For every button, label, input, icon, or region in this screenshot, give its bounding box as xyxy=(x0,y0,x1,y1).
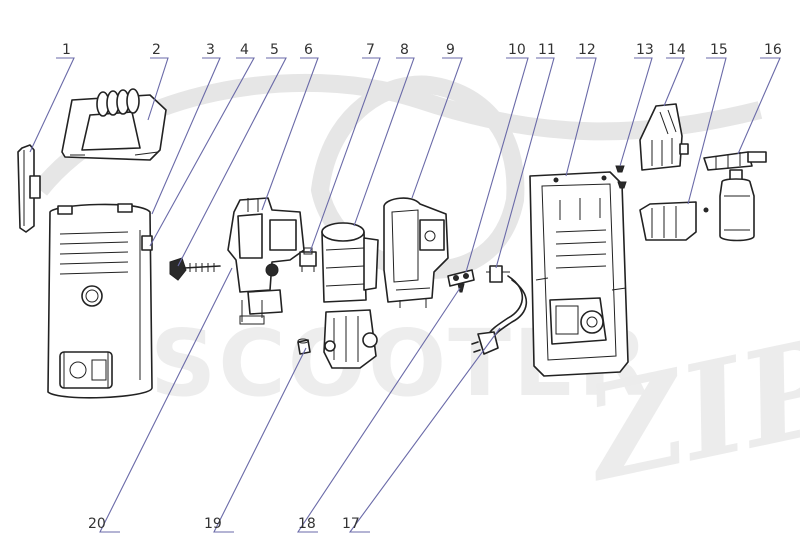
part-label-9: 9 xyxy=(446,42,455,58)
leader-16 xyxy=(737,57,781,155)
part-label-15: 15 xyxy=(710,42,728,58)
part-label-2: 2 xyxy=(152,42,161,58)
leader-8 xyxy=(353,57,415,227)
leader-6 xyxy=(261,57,319,211)
part-9-motor-housing xyxy=(383,197,449,308)
part-label-11: 11 xyxy=(538,42,556,58)
leader-17 xyxy=(348,327,501,533)
part-19-small-nozzle xyxy=(297,338,311,355)
part-15-tank-insert xyxy=(639,201,709,241)
part-1-side-clip xyxy=(17,144,41,233)
leader-13 xyxy=(619,57,653,167)
part-label-12: 12 xyxy=(578,42,596,58)
part-7-connector xyxy=(299,247,317,272)
part-12-rear-housing xyxy=(529,171,629,377)
hose-holder-ribs-icon xyxy=(96,88,140,117)
rear-housing-ribs-icon xyxy=(555,198,607,269)
part-11-cable-grommet xyxy=(486,265,510,283)
leader-14 xyxy=(663,57,685,107)
part-label-10: 10 xyxy=(508,42,526,58)
leader-lines xyxy=(29,57,781,533)
part-label-7: 7 xyxy=(366,42,375,58)
part-label-4: 4 xyxy=(240,42,249,58)
part-label-18: 18 xyxy=(298,516,316,532)
part-label-16: 16 xyxy=(764,42,782,58)
leader-5 xyxy=(177,57,287,267)
leader-4 xyxy=(149,57,255,247)
part-10-cable-clamp xyxy=(447,269,475,287)
leader-12 xyxy=(565,57,597,177)
motor-pump-block-icon xyxy=(323,309,378,369)
part-6-pump-head xyxy=(227,197,305,325)
part-5-valve-bolt xyxy=(169,257,221,281)
part-16-foam-bottle xyxy=(703,151,767,242)
leader-3 xyxy=(151,57,221,215)
part-label-1: 1 xyxy=(62,42,71,58)
part-13-screws xyxy=(615,165,627,189)
part-18-cable-screw xyxy=(457,283,465,293)
leader-20 xyxy=(99,267,233,533)
part-label-6: 6 xyxy=(304,42,313,58)
leader-11 xyxy=(495,57,555,269)
leader-10 xyxy=(465,57,529,273)
part-label-17: 17 xyxy=(342,516,360,532)
part-14-gun-holder xyxy=(639,103,689,171)
part-label-3: 3 xyxy=(206,42,215,58)
leader-15 xyxy=(687,57,727,205)
part-8-motor xyxy=(321,222,379,369)
part-label-13: 13 xyxy=(636,42,654,58)
part-label-8: 8 xyxy=(400,42,409,58)
part-4-clip xyxy=(141,235,153,251)
part-3-front-housing xyxy=(47,203,153,399)
leader-1 xyxy=(29,57,75,153)
part-number-labels: 1 2 3 4 5 6 7 8 9 10 11 12 13 14 15 16 2… xyxy=(62,42,782,532)
part-2-hose-holder xyxy=(61,88,167,161)
front-housing-switch-panel-icon xyxy=(59,351,113,389)
rear-housing-pump-cradle-icon xyxy=(549,297,607,345)
part-label-19: 19 xyxy=(204,516,222,532)
leader-18 xyxy=(296,287,461,533)
part-label-20: 20 xyxy=(88,516,106,532)
leader-19 xyxy=(213,347,307,533)
part-label-5: 5 xyxy=(270,42,279,58)
leader-9 xyxy=(411,57,463,199)
leader-2 xyxy=(147,57,169,121)
part-label-14: 14 xyxy=(668,42,686,58)
front-housing-vent-slots-icon xyxy=(59,231,129,275)
leader-7 xyxy=(309,57,381,253)
